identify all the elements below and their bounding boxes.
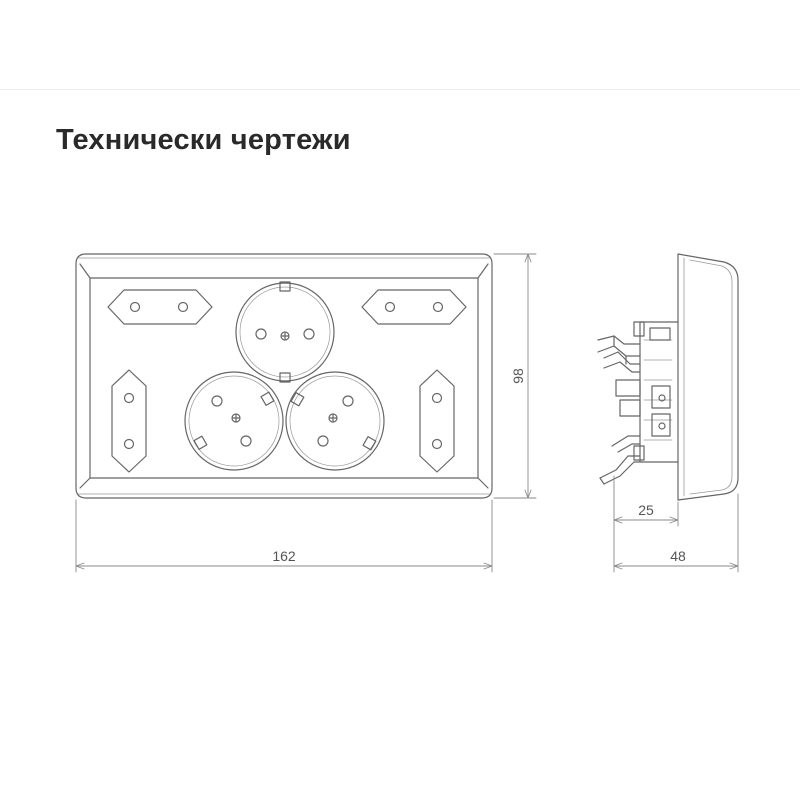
dim-width-label: 162 — [272, 548, 296, 564]
section-title: Технически чертежи — [56, 124, 351, 156]
euro-socket-top-left — [107, 289, 213, 325]
top-divider — [0, 89, 800, 90]
side-view — [597, 253, 739, 501]
schuko-socket-top — [235, 281, 335, 383]
front-dimensions — [75, 253, 537, 573]
dim-total-depth-label: 48 — [670, 548, 686, 564]
dim-mount-depth-label: 25 — [638, 502, 654, 518]
euro-socket-left-vertical — [111, 369, 147, 473]
euro-socket-top-right — [361, 289, 467, 325]
side-dimensions — [613, 475, 739, 573]
schuko-socket-bottom-left — [184, 371, 284, 471]
schuko-socket-bottom-right — [285, 371, 385, 471]
front-view — [75, 253, 493, 499]
dim-height-label: 98 — [510, 368, 526, 384]
euro-socket-right-vertical — [419, 369, 455, 473]
